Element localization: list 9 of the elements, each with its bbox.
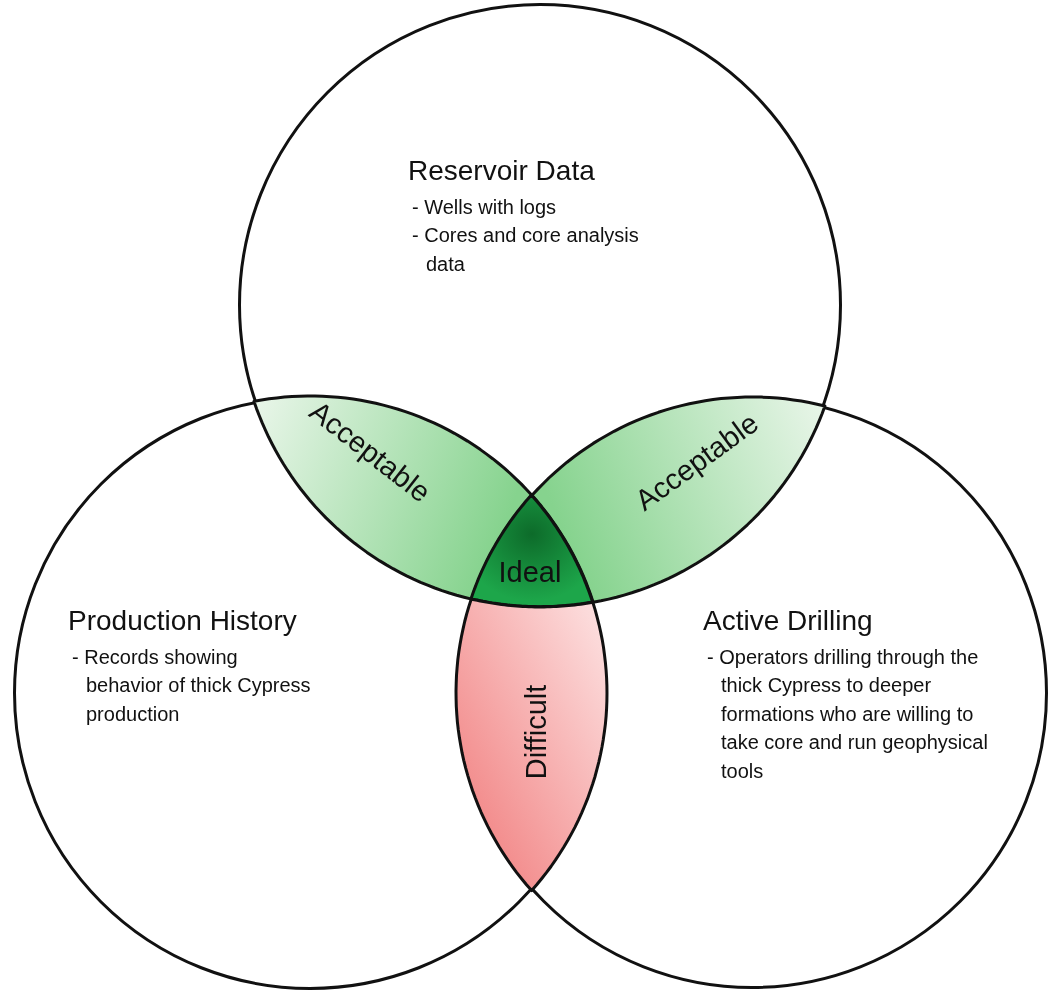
circle-heading: Active Drilling — [703, 605, 874, 637]
bullet-text: - Cores and core analysis data — [411, 223, 640, 277]
circle-heading: Reservoir Data — [408, 155, 596, 187]
bullet-text: - Wells with logs — [411, 195, 558, 220]
bullet-text: - Operators drilling through the thick Cypress to deeper formations who are willing to take core and run geophysical tools — [706, 645, 989, 784]
bullet-text: - Records showing behavior of thick Cypress production — [71, 645, 311, 727]
region-label: Difficult — [519, 684, 553, 780]
circle-heading: Production History — [68, 605, 298, 637]
region-label: Ideal — [498, 555, 562, 589]
